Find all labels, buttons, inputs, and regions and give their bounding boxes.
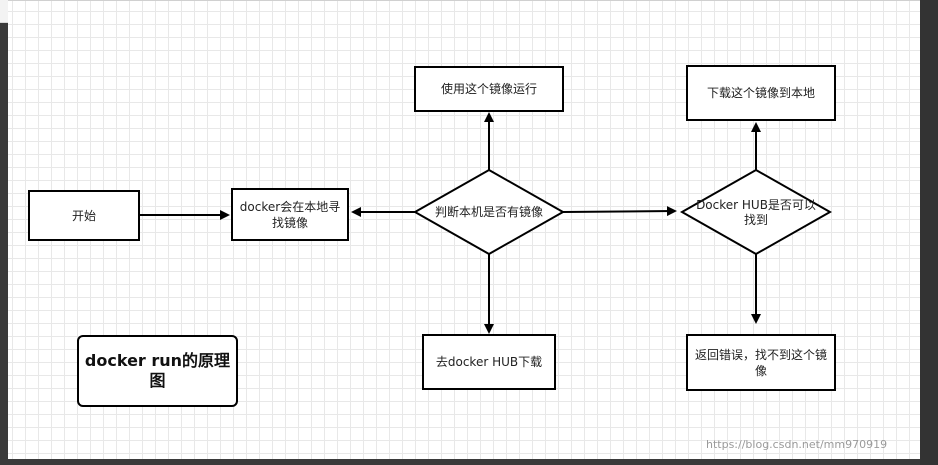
watermark: https://blog.csdn.net/mm970919 [706, 438, 888, 451]
check-local-label: 判断本机是否有镜像 [434, 204, 543, 219]
run-image-node: 使用这个镜像运行 [414, 66, 564, 112]
right-panel-edge [920, 0, 938, 465]
check-hub-label: Docker HUB是否可以找到 [696, 198, 816, 227]
arrow-check-to-hub [562, 206, 677, 217]
search-local-node: docker会在本地寻找镜像 [231, 188, 349, 241]
return-error-node: 返回错误，找不到这个镜像 [686, 334, 836, 391]
download-local-node: 下载这个镜像到本地 [686, 65, 836, 121]
diagram-title: docker run的原理图 [77, 335, 238, 407]
download-hub-node: 去docker HUB下载 [422, 334, 556, 390]
start-node: 开始 [28, 190, 140, 241]
